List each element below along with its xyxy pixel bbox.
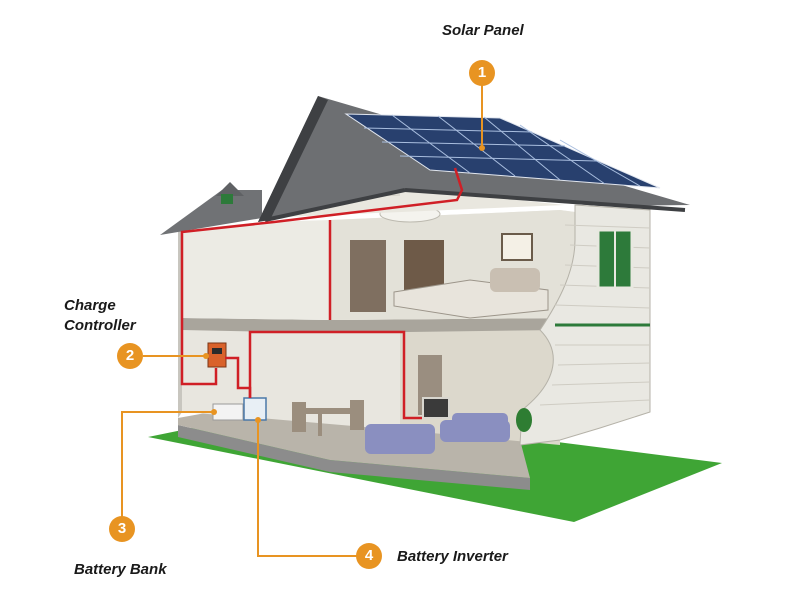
charge-controller-box [208,343,226,367]
battery-inverter-label: Battery Inverter [397,548,508,566]
headboard [490,268,540,292]
callout-4-badge: 4 [356,543,382,569]
battery-bank-box [213,404,243,420]
picture-frame [502,234,532,260]
charge-controller-label-line-2: Controller [64,317,136,335]
callout-1-badge: 1 [469,60,495,86]
battery-bank-label: Battery Bank [74,561,167,579]
bedroom-door [350,240,386,312]
solar-panel-label: Solar Panel [442,22,524,40]
callout-2-badge: 2 [117,343,143,369]
plant [516,408,532,432]
battery-inverter-box [244,398,266,420]
callout-3-badge: 3 [109,516,135,542]
small-dormer [216,182,244,196]
charge-controller-label-line-1: Charge [64,297,116,315]
tv [423,398,449,418]
